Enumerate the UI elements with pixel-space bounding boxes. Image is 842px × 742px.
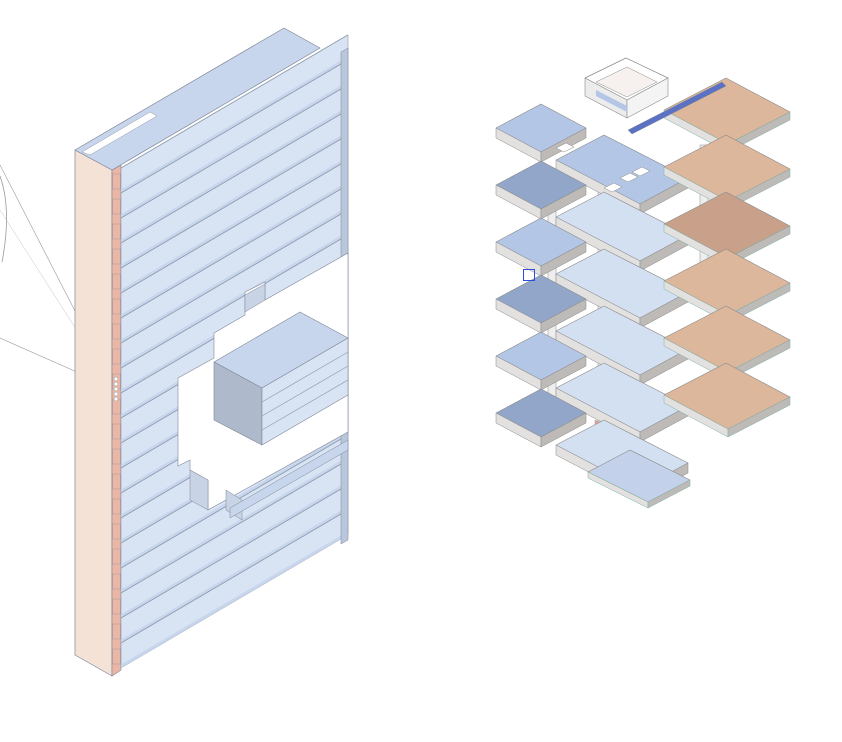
floor-band-shadow bbox=[121, 56, 348, 193]
facade-window bbox=[112, 173, 121, 190]
facade-window bbox=[112, 448, 121, 465]
floor-edge bbox=[120, 509, 349, 644]
floor-band-shadow bbox=[121, 106, 348, 243]
floor-edge bbox=[120, 159, 349, 294]
floor-edge bbox=[120, 209, 349, 344]
slab-edge bbox=[540, 184, 587, 220]
slab-edge bbox=[727, 396, 791, 438]
facade-window bbox=[112, 398, 121, 415]
tower-exploded-isometric[interactable] bbox=[495, 57, 791, 509]
roof-box-inner bbox=[595, 66, 658, 98]
floor-band-shadow bbox=[121, 456, 348, 593]
box-floor-line bbox=[261, 379, 349, 431]
facade-window bbox=[112, 248, 121, 265]
roof-band bbox=[627, 81, 727, 135]
furniture-block bbox=[619, 172, 639, 183]
facade-window bbox=[112, 498, 121, 515]
roof-parapet bbox=[81, 111, 158, 156]
void-step bbox=[244, 283, 266, 313]
slab-edge bbox=[540, 298, 587, 334]
floor-plate-tan bbox=[663, 305, 791, 373]
floor-plate-tan bbox=[663, 362, 791, 430]
floor-plate-tan bbox=[663, 191, 791, 259]
void-step bbox=[189, 469, 209, 511]
view-point-marker bbox=[113, 386, 119, 392]
floor-edge bbox=[120, 459, 349, 594]
floor-edge bbox=[120, 484, 349, 619]
furniture-block bbox=[555, 142, 575, 153]
lower-roof-edge bbox=[229, 439, 349, 519]
slab-block-isometric[interactable] bbox=[74, 27, 349, 677]
slab-edge bbox=[540, 355, 587, 391]
facade-window bbox=[112, 323, 121, 340]
floor-band-shadow bbox=[121, 506, 348, 643]
floor-plate-tan bbox=[663, 77, 791, 145]
facade-window bbox=[112, 648, 121, 665]
slab-edge bbox=[540, 241, 587, 277]
facade-window bbox=[112, 623, 121, 640]
facade-window bbox=[112, 198, 121, 215]
furniture-block bbox=[603, 182, 623, 193]
floor-band-shadow bbox=[121, 531, 348, 668]
facade-window bbox=[112, 298, 121, 315]
facade-window bbox=[112, 548, 121, 565]
floor-plate-tan bbox=[663, 248, 791, 316]
floor-edge bbox=[120, 84, 349, 219]
lobby-edge bbox=[647, 479, 691, 509]
facade-window bbox=[112, 473, 121, 490]
box-floor-line bbox=[261, 365, 349, 417]
facade-window bbox=[112, 423, 121, 440]
facade-window bbox=[112, 223, 121, 240]
selection-handle[interactable] bbox=[523, 269, 535, 281]
furniture-block bbox=[631, 166, 651, 177]
floor-edge bbox=[120, 184, 349, 319]
view-point-marker bbox=[113, 376, 119, 382]
facade-window bbox=[112, 523, 121, 540]
floor-edge bbox=[120, 234, 349, 369]
roof-box-window bbox=[596, 90, 627, 112]
floor-band-shadow bbox=[121, 481, 348, 618]
facade-window bbox=[112, 573, 121, 590]
box-floor-line bbox=[261, 351, 349, 403]
view-point-marker bbox=[113, 381, 119, 387]
facade-window bbox=[112, 598, 121, 615]
floor-edge bbox=[120, 134, 349, 269]
facade-window bbox=[112, 348, 121, 365]
facade-side bbox=[74, 149, 113, 677]
view-point-marker bbox=[113, 396, 119, 402]
floor-plate-tan bbox=[663, 134, 791, 202]
facade-window bbox=[112, 373, 121, 390]
roof-top bbox=[74, 27, 321, 171]
floor-band-shadow bbox=[121, 181, 348, 318]
floor-edge bbox=[120, 109, 349, 244]
floor-band-shadow bbox=[121, 81, 348, 218]
floor-band-shadow bbox=[121, 156, 348, 293]
floor-edge bbox=[120, 34, 349, 169]
slab-edge bbox=[540, 412, 587, 448]
view-arc bbox=[0, 175, 7, 263]
floor-band-shadow bbox=[121, 206, 348, 343]
view-point-marker bbox=[113, 391, 119, 397]
floor-edge bbox=[120, 59, 349, 194]
floor-band-shadow bbox=[121, 231, 348, 368]
floor-band-shadow bbox=[121, 131, 348, 268]
facade-window bbox=[112, 273, 121, 290]
